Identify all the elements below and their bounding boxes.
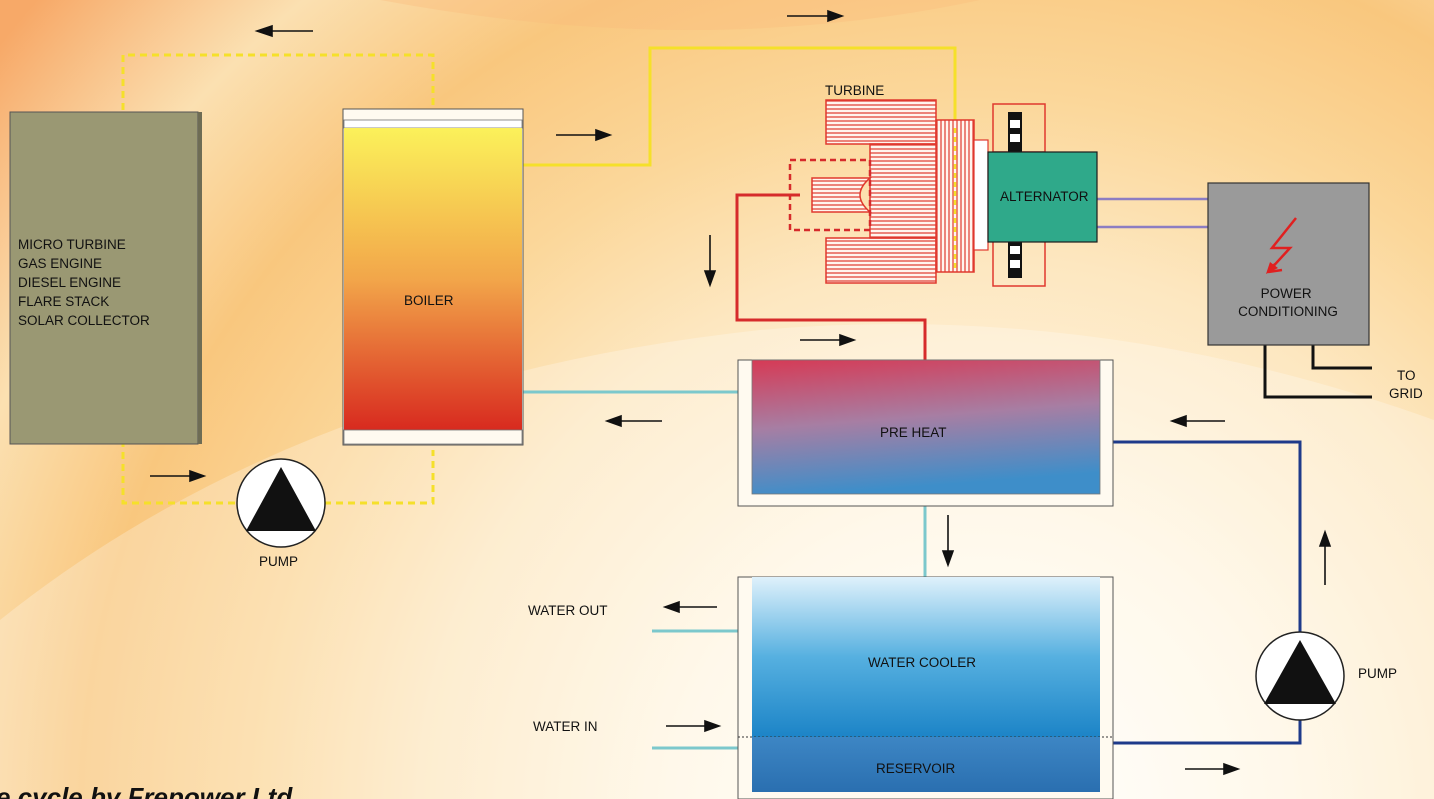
pre-heat-exchanger bbox=[737, 359, 1114, 507]
source-line: FLARE STACK bbox=[18, 294, 109, 309]
power-conditioning-box bbox=[1207, 182, 1370, 346]
turbine-label: TURBINE bbox=[825, 83, 884, 98]
source-line: DIESEL ENGINE bbox=[18, 275, 121, 290]
grid-wire bbox=[1311, 345, 1372, 370]
arrow-left-icon bbox=[1169, 414, 1225, 428]
water-in-label: WATER IN bbox=[533, 719, 598, 734]
arrow-down-icon bbox=[703, 235, 717, 288]
boiler-label: BOILER bbox=[404, 293, 454, 308]
flow-arrows bbox=[150, 9, 1332, 776]
arrow-right-icon bbox=[150, 469, 207, 483]
pump-right-label: PUMP bbox=[1358, 666, 1397, 681]
arrow-right-icon bbox=[666, 719, 722, 733]
source-line: SOLAR COLLECTOR bbox=[18, 313, 150, 328]
reservoir-label: RESERVOIR bbox=[876, 761, 956, 776]
pre-heat-label: PRE HEAT bbox=[880, 425, 947, 440]
grid-wire bbox=[1263, 345, 1372, 399]
alternator-label: ALTERNATOR bbox=[1000, 189, 1089, 204]
reservoir bbox=[752, 737, 1100, 792]
condensate-pipe bbox=[1112, 720, 1302, 745]
hot-loop bbox=[121, 53, 435, 505]
boiler bbox=[342, 108, 524, 446]
arrow-right-icon bbox=[556, 128, 613, 142]
water-cooler-label: WATER COOLER bbox=[868, 655, 976, 670]
turbine-exhaust-pipe bbox=[735, 193, 927, 360]
diagram-caption: e cycle by Frepower Ltd bbox=[0, 782, 293, 799]
arrow-down-icon bbox=[941, 515, 955, 568]
arrow-right-icon bbox=[800, 333, 857, 347]
power-conditioning-label: CONDITIONING bbox=[1238, 304, 1338, 319]
lightning-arrowhead bbox=[1266, 262, 1278, 274]
arrow-up-icon bbox=[1318, 529, 1332, 585]
condensate-pipe bbox=[1112, 440, 1302, 632]
arrow-left-icon bbox=[662, 600, 717, 614]
alternator bbox=[987, 151, 1098, 243]
arrow-left-icon bbox=[604, 414, 662, 428]
pump-left-label: PUMP bbox=[259, 554, 298, 569]
background-swirl bbox=[380, 0, 980, 30]
svg-text:TO GRID: TO GRID bbox=[1389, 368, 1423, 401]
svg-text:MICRO TURBINE GAS ENGINE: MICRO TURBINE GAS ENGINE DIESEL ENGINE F… bbox=[18, 237, 150, 328]
arrow-left-icon bbox=[254, 24, 313, 38]
source-line: MICRO TURBINE bbox=[18, 237, 126, 252]
pump-right bbox=[1255, 631, 1345, 721]
pump-left bbox=[236, 458, 326, 548]
svg-text:POWER CONDITIONING: POWER CONDITIONING bbox=[1238, 286, 1338, 319]
to-grid-label: GRID bbox=[1389, 386, 1423, 401]
steam-supply-pipe bbox=[522, 46, 957, 167]
to-grid-label: TO bbox=[1397, 368, 1416, 383]
heat-source-box bbox=[9, 111, 202, 445]
source-line: GAS ENGINE bbox=[18, 256, 102, 271]
arrow-right-icon bbox=[1185, 762, 1241, 776]
water-out-label: WATER OUT bbox=[528, 603, 608, 618]
arrow-right-icon bbox=[787, 9, 845, 23]
power-conditioning-label: POWER bbox=[1261, 286, 1312, 301]
turbine bbox=[788, 99, 1046, 287]
